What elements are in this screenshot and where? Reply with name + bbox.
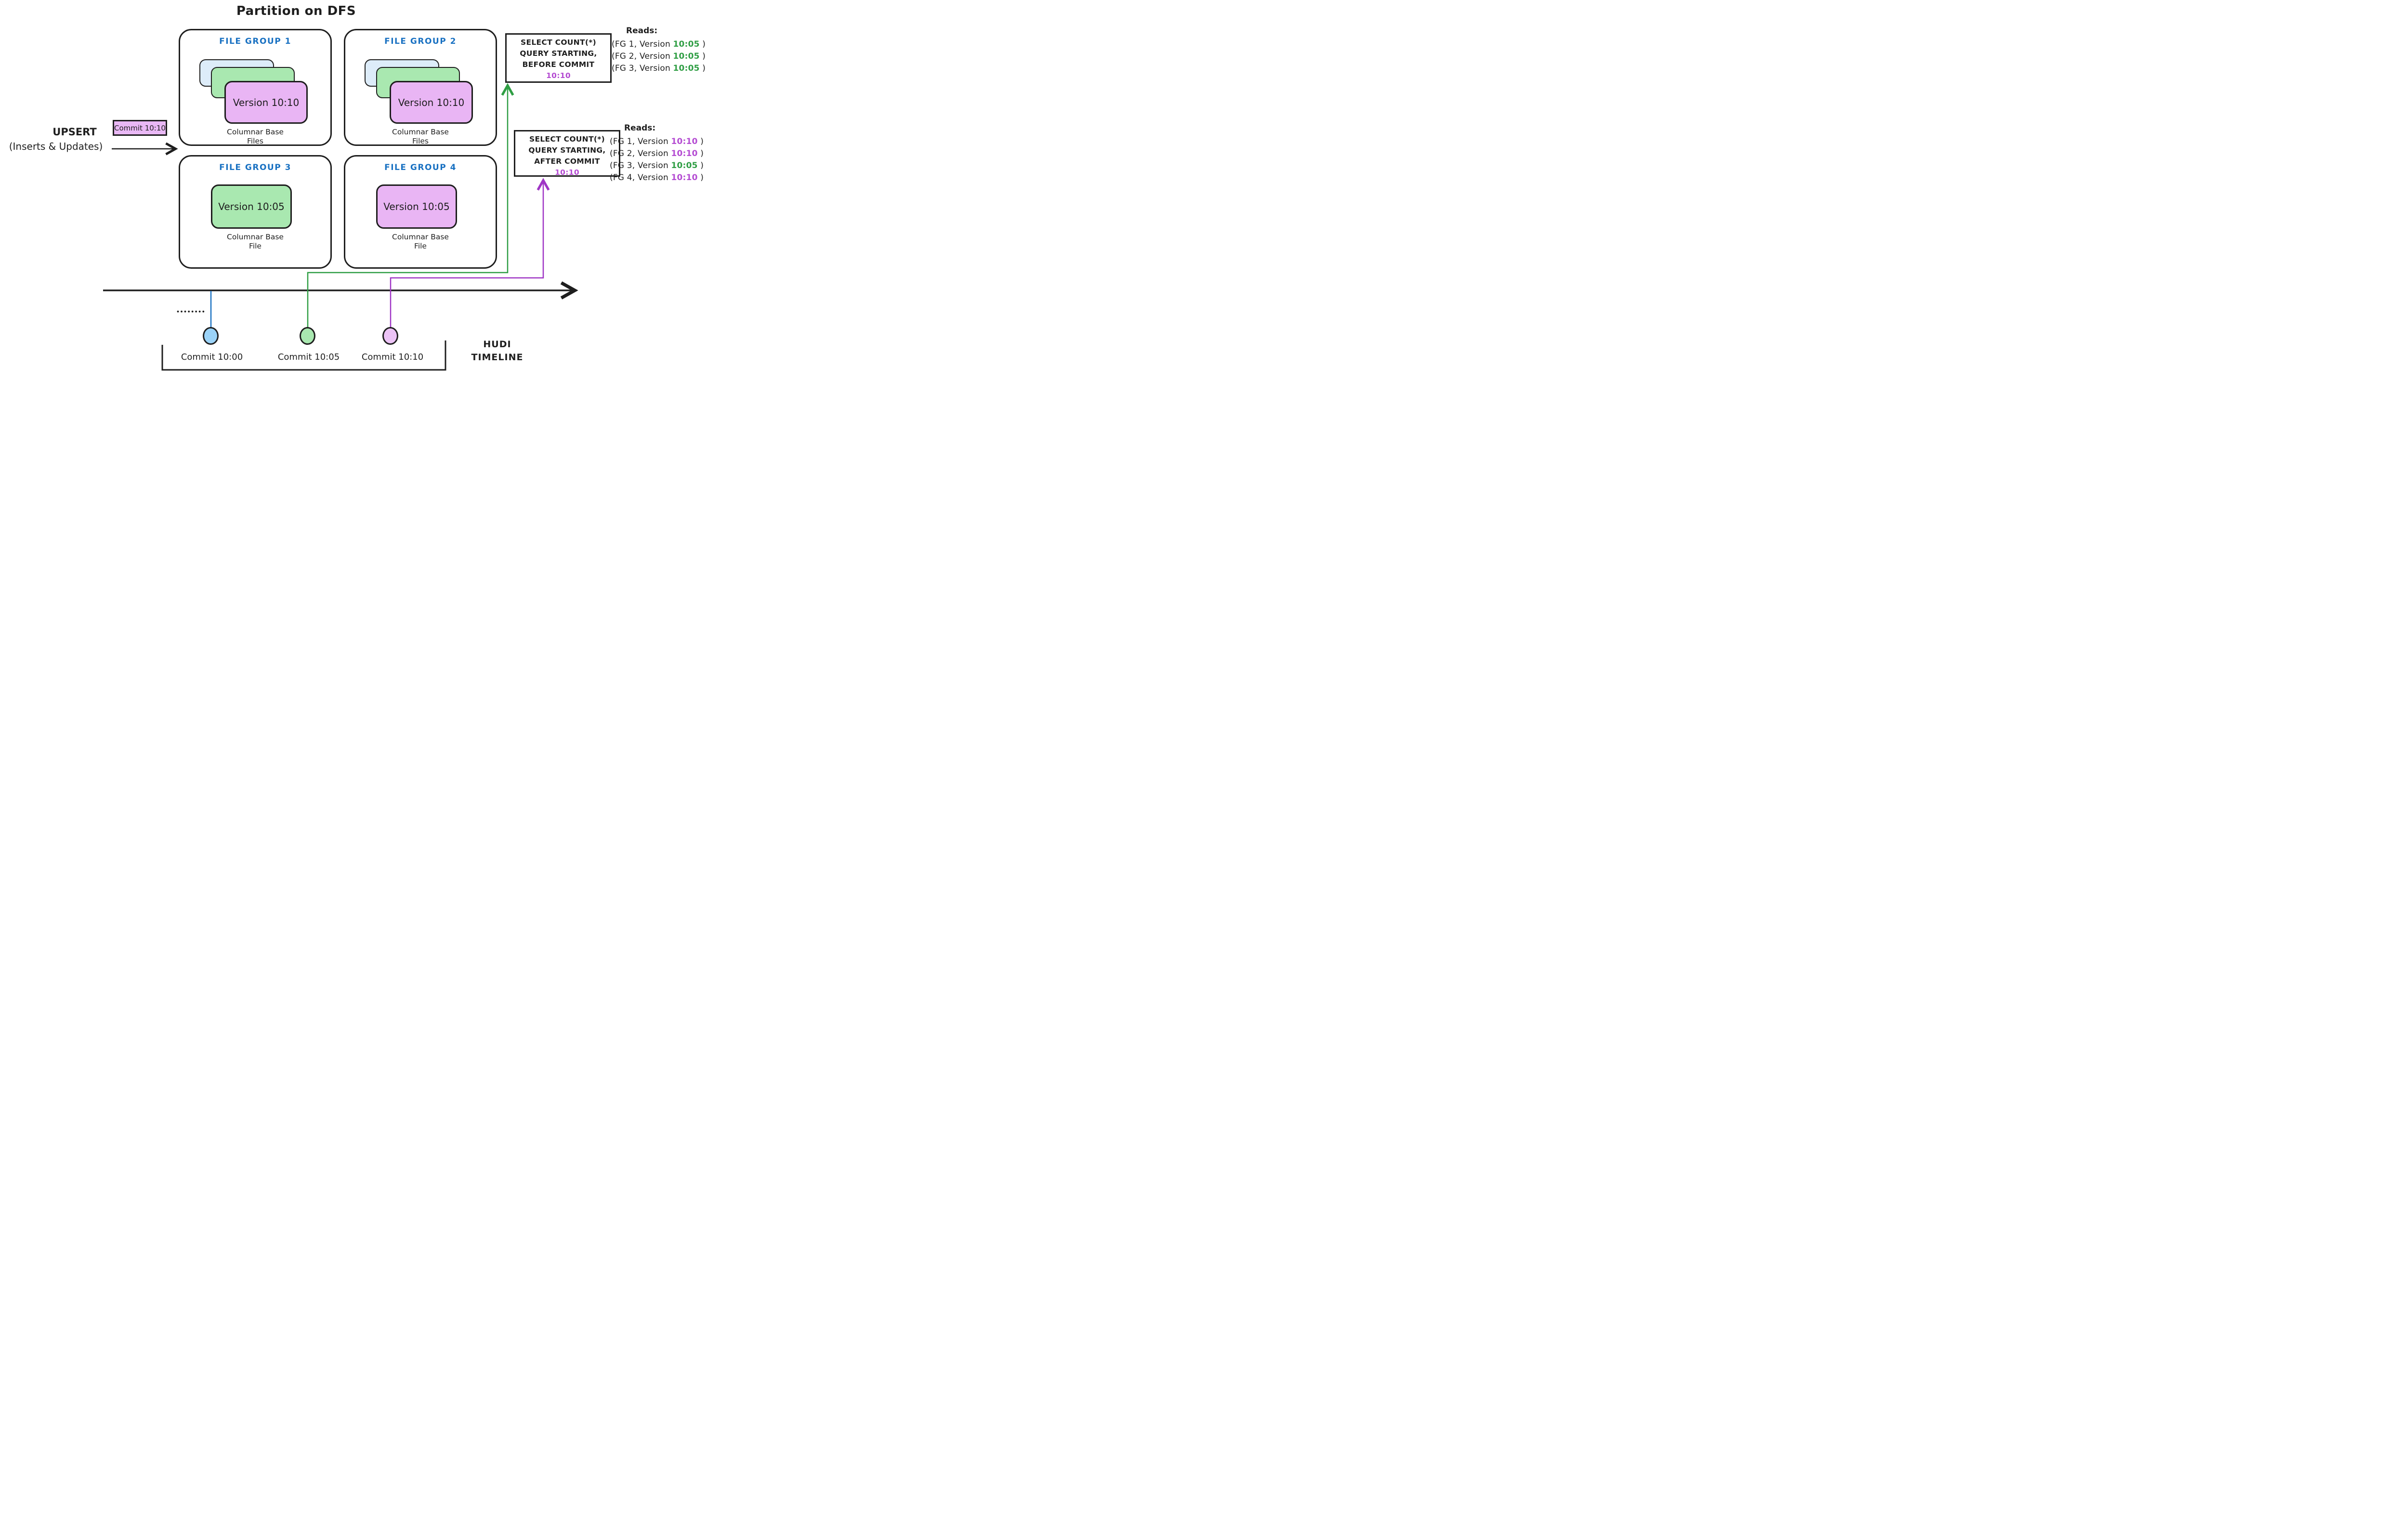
base-file-card: Version 10:05 <box>211 184 292 229</box>
file-group-1-title: FILE GROUP 1 <box>219 37 291 46</box>
list-item: (FG 1, Version 10:05 ) <box>612 39 706 49</box>
version-label: Version 10:10 <box>398 96 465 108</box>
commit-1010-label: Commit 10:10 <box>361 352 424 362</box>
commit-1005-label: Commit 10:05 <box>277 352 340 362</box>
file-group-2-box: FILE GROUP 2 Version 10:10 Columnar Base… <box>344 29 497 146</box>
reads-title: Reads: <box>624 123 656 133</box>
version-label: Version 10:10 <box>233 96 300 108</box>
commit-1010-label: Commit 10:10 <box>114 123 166 132</box>
before-commit-query-arrow <box>307 83 514 328</box>
query-before-commit-box: SELECT COUNT(*) QUERY STARTING, BEFORE C… <box>505 33 612 83</box>
timeline-ellipsis: •••••••••• <box>176 309 205 315</box>
commit-1000-label: Commit 10:00 <box>181 352 243 362</box>
upsert-label: UPSERT <box>52 126 97 138</box>
base-file-card-current: Version 10:10 <box>390 81 473 124</box>
list-item: (FG 2, Version 10:10 ) <box>610 149 704 158</box>
file-group-2-title: FILE GROUP 2 <box>384 37 457 46</box>
file-group-1-box: FILE GROUP 1 Version 10:10 Columnar Base… <box>179 29 332 146</box>
query-after-commit-box: SELECT COUNT(*) QUERY STARTING, AFTER CO… <box>514 130 620 177</box>
page-title: Partition on DFS <box>236 4 356 18</box>
hudi-timeline-label: HUDI TIMELINE <box>471 339 523 363</box>
query-before-commit-time: 10:10 <box>546 71 571 80</box>
file-group-2-caption: Columnar Base Files <box>392 128 449 145</box>
list-item: (FG 3, Version 10:05 ) <box>612 64 706 73</box>
commit-dot-1010 <box>382 327 398 345</box>
list-item: (FG 1, Version 10:10 ) <box>610 137 704 146</box>
list-item: (FG 2, Version 10:05 ) <box>612 52 706 61</box>
base-file-card-current: Version 10:10 <box>224 81 308 124</box>
hudi-partition-diagram: Partition on DFS UPSERT (Inserts & Updat… <box>0 0 722 382</box>
reads-before-list: Reads: (FG 1, Version 10:05 ) (FG 2, Ver… <box>612 25 722 75</box>
commit-dot-1005 <box>300 327 315 345</box>
base-file-card: Version 10:05 <box>376 184 457 229</box>
file-group-3-caption: Columnar Base File <box>227 233 284 250</box>
commit-dot-1000 <box>203 327 219 345</box>
file-group-4-caption: Columnar Base File <box>392 233 449 250</box>
query-after-commit-time: 10:10 <box>555 168 579 177</box>
file-group-1-caption: Columnar Base Files <box>227 128 284 145</box>
timeline-bracket <box>161 340 446 371</box>
file-group-4-title: FILE GROUP 4 <box>384 163 457 172</box>
connector-layer <box>103 83 578 371</box>
commit-1010-box: Commit 10:10 <box>113 120 167 136</box>
list-item: (FG 3, Version 10:05 ) <box>610 161 704 170</box>
reads-after-list: Reads: (FG 1, Version 10:10 ) (FG 2, Ver… <box>610 122 722 184</box>
list-item: (FG 4, Version 10:10 ) <box>610 173 704 183</box>
file-group-4-box: FILE GROUP 4 Version 10:05 Columnar Base… <box>344 155 497 269</box>
version-label: Version 10:05 <box>383 201 450 212</box>
file-group-3-title: FILE GROUP 3 <box>219 163 291 172</box>
upsert-sublabel: (Inserts & Updates) <box>9 141 103 152</box>
version-label: Version 10:05 <box>218 201 285 212</box>
reads-title: Reads: <box>626 26 658 36</box>
after-commit-query-arrow <box>390 178 550 328</box>
file-group-3-box: FILE GROUP 3 Version 10:05 Columnar Base… <box>179 155 332 269</box>
